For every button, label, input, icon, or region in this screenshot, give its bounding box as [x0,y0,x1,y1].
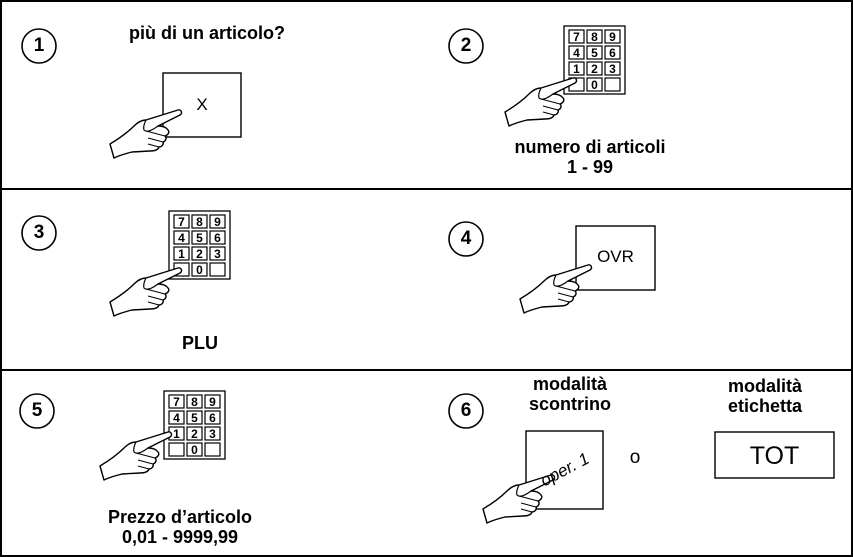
ovr-key [575,225,656,291]
ovr-key-label: OVR [597,247,634,266]
step-number: 2 [460,35,472,56]
keypad-key: 2 [196,247,203,261]
receipt-mode-line2: scontrino [528,394,611,414]
keypad-key: 6 [214,231,221,245]
keypad-key: 7 [173,395,180,409]
step-1-caption: più di un articolo? [129,23,285,43]
keypad-key: 8 [591,30,598,44]
keypad-key: 9 [209,395,216,409]
step-3-circle [21,215,57,251]
step-1-circle [21,28,57,64]
keypad-key: 3 [609,62,616,76]
keypad-key: 1 [173,427,180,441]
step-2-caption-line2: 1 - 99 [566,157,614,177]
keypad-key: 7 [573,30,580,44]
step-3-caption: PLU [182,333,218,353]
keypad-key: 9 [609,30,616,44]
step-number: 6 [460,400,472,421]
keypad-key: 3 [214,247,221,261]
step-6-circle [448,393,484,429]
hand-pointing-icon [109,267,183,317]
keypad-key: 5 [196,231,203,245]
step-number: 5 [31,400,43,421]
keypad-key: 5 [191,411,198,425]
keypad-key: 0 [196,263,203,277]
keypad-key: 8 [191,395,198,409]
step-number: 4 [460,228,472,249]
keypad-key: 6 [209,411,216,425]
keypad-key: 4 [573,46,580,60]
keypad-key: 1 [178,247,185,261]
keypad-key: 7 [178,215,185,229]
hand-pointing-icon [504,77,578,127]
keypad-key: 0 [191,443,198,457]
label-mode-line1: modalità [727,376,802,396]
keypad-key: 4 [178,231,185,245]
or-text: o [629,447,641,468]
step-number: 1 [33,35,45,56]
keypad-key: 2 [591,62,598,76]
hand-pointing-icon [99,431,173,481]
keypad-key: 3 [209,427,216,441]
keypad-key: 9 [214,215,221,229]
keypad-key: 2 [191,427,198,441]
keypad-key: 0 [591,78,598,92]
x-key [162,72,242,138]
keypad-key: 4 [173,411,180,425]
tot-key [714,431,835,479]
step-2-circle [448,28,484,64]
step-5-caption-line2: 0,01 - 9999,99 [121,527,239,547]
step-5-caption-line1: Prezzo d’articolo [107,507,253,527]
receipt-mode-line1: modalità [532,374,607,394]
tot-key-label: TOT [749,442,800,470]
keypad-key: 8 [196,215,203,229]
keypad-key: 1 [573,62,580,76]
keypad-key: 6 [609,46,616,60]
label-mode-line2: etichetta [727,396,803,416]
step-4-circle [448,221,484,257]
step-5-circle [19,393,55,429]
step-number: 3 [33,222,45,243]
keypad-key: 5 [591,46,598,60]
x-key-label: X [196,95,208,114]
step-2-caption-line1: numero di articoli [514,137,666,157]
